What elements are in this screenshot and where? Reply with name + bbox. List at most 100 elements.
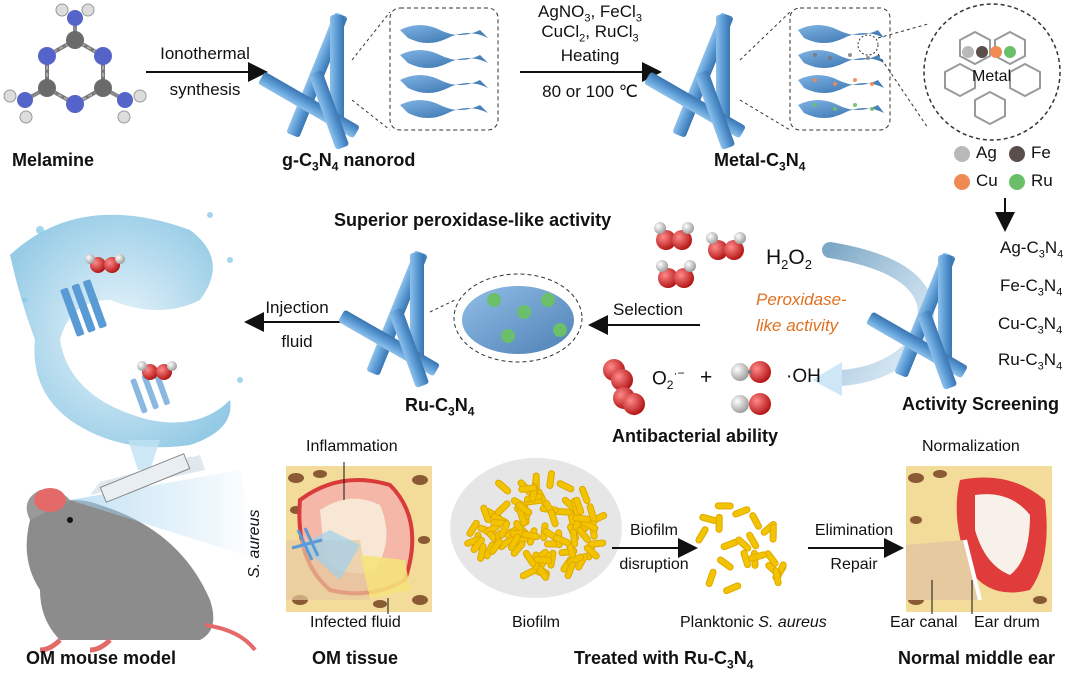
ionothermal-label: Ionothermal (160, 44, 250, 63)
legend-label-fe: Fe (1031, 143, 1051, 162)
s-aureus-side-label: S. aureus (246, 509, 263, 578)
bacterium (507, 533, 521, 552)
planktonic-bacteria (695, 502, 787, 595)
bacterium (522, 549, 537, 567)
infected-fluid-label: Infected fluid (310, 614, 401, 631)
legend-dot-cu (954, 174, 970, 190)
reagents-line-2: CuCl2, RuCl3 (541, 22, 639, 45)
metal-nanorod-icon (644, 13, 746, 150)
bacterium (573, 496, 585, 516)
plus-sign: + (700, 366, 713, 389)
bacterium (498, 520, 511, 539)
bacterium (521, 531, 541, 541)
bacterium (735, 536, 752, 552)
bacterium (510, 540, 526, 557)
bacterium (714, 502, 734, 510)
bacterium (576, 526, 591, 543)
bacterium (746, 531, 760, 550)
bacterium (477, 543, 487, 562)
legend-dot-ag (954, 146, 970, 162)
bacterium (488, 538, 503, 555)
legend-dot-fe (1009, 146, 1025, 162)
bacterium (546, 470, 555, 490)
hydroxyl-label: ·OH (786, 366, 821, 387)
layered-sheets-zoom (389, 7, 499, 131)
mouse-model (26, 453, 260, 653)
bacterium (772, 567, 782, 587)
bacterium (715, 513, 723, 533)
peroxidase-label-1: Peroxidase- (756, 290, 847, 309)
biofilm-label: Biofilm (512, 614, 561, 631)
synthesis-label: synthesis (169, 80, 241, 99)
inflammation-label: Inflammation (306, 438, 398, 455)
bacterium (515, 501, 533, 516)
bacterium (569, 528, 579, 548)
candidate-fe: Fe-C3N4 (1000, 276, 1063, 299)
legend-label-cu: Cu (976, 171, 998, 190)
normalization-label: Normalization (922, 438, 1020, 455)
bacterium (466, 519, 480, 537)
bacterium (552, 534, 571, 547)
melamine-molecule (3, 3, 147, 124)
peroxidase-label-2: like activity (756, 316, 839, 335)
om-mouse-model-label: OM mouse model (26, 648, 177, 668)
planktonic-label: Planktonic S. aureus (680, 614, 827, 631)
metal-lattice-label: Metal (972, 68, 1012, 85)
legend-dot-ru (1009, 174, 1025, 190)
metal-lattice-circle (923, 3, 1061, 141)
superoxide-molecules (603, 359, 645, 415)
candidate-ru: Ru-C3N4 (998, 350, 1063, 373)
metal-c3n4-label: Metal-C3N4 (714, 150, 806, 174)
bacterium (769, 523, 777, 543)
ear-canal-label: Ear canal (890, 614, 958, 631)
bacterium (764, 550, 779, 567)
repair-label: Repair (830, 556, 878, 573)
biofilm-disruption-label-2: disruption (619, 556, 689, 573)
ear-drum-label: Ear drum (974, 614, 1040, 631)
bacterium (705, 568, 717, 588)
metal-legend (954, 146, 1025, 190)
bacterium (495, 479, 512, 495)
injection-label: Injection (265, 298, 329, 317)
bacterium (586, 503, 597, 522)
om-tissue-illustration (286, 462, 432, 614)
temperature-label: 80 or 100 ℃ (542, 82, 638, 101)
biofilm-illustration (450, 458, 622, 598)
bacterium (749, 512, 762, 530)
bacterium (547, 508, 559, 528)
bacterium (480, 504, 492, 523)
g-c3n4-nanorod-label: g-C3N4 nanorod (282, 150, 416, 174)
bacterium (494, 500, 511, 516)
biofilm-disruption-label-1: Biofilm (629, 522, 678, 539)
elimination-label: Elimination (814, 522, 894, 539)
candidate-ag: Ag-C3N4 (1000, 238, 1064, 261)
melamine-label: Melamine (12, 150, 95, 170)
h2o2-molecules (654, 222, 746, 288)
superior-activity-label: Superior peroxidase-like activity (334, 210, 612, 230)
nanorod-icon (258, 13, 360, 150)
normal-ear-illustration (906, 466, 1052, 614)
metal-doped-sheets-zoom (789, 7, 891, 131)
activity-screening-label: Activity Screening (902, 394, 1060, 414)
bacterium (564, 560, 576, 580)
candidate-cu: Cu-C3N4 (998, 314, 1063, 337)
superoxide-label: O2·− (652, 366, 685, 393)
ru-c3n4-label: Ru-C3N4 (405, 395, 475, 419)
reagents-line-1: AgNO3, FeCl3 (538, 2, 642, 25)
bacterium (583, 544, 600, 560)
bacterium (533, 555, 553, 565)
bacterium (748, 551, 767, 562)
ru-nanorod-icon (338, 251, 440, 388)
bacterium (556, 480, 575, 493)
bacterium (695, 526, 709, 544)
bacterium (732, 506, 751, 518)
legend-label-ag: Ag (976, 143, 997, 162)
ru-sheet-zoom (453, 273, 583, 363)
bacterium (572, 514, 592, 523)
treated-label: Treated with Ru-C3N4 (574, 648, 754, 672)
bacterium (723, 582, 742, 595)
fluid-label: fluid (281, 332, 313, 351)
antibacterial-label: Antibacterial ability (612, 426, 779, 446)
